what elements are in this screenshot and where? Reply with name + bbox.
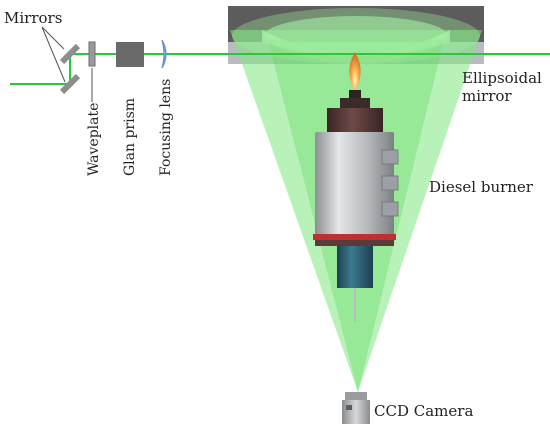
burner-side-tabs (381, 149, 399, 217)
label-ellipsoidal-mirror-line1: Ellipsoidal (462, 69, 542, 87)
pointer-mirror-upper (41, 26, 65, 50)
side-tab (381, 201, 399, 217)
camera-detail (346, 405, 352, 410)
mirror-outer-glow (232, 8, 480, 64)
side-tab (381, 175, 399, 191)
mirror-upper (59, 43, 81, 65)
burner-neck (340, 98, 370, 108)
label-diesel-burner: Diesel burner (429, 178, 534, 196)
steering-mirrors (59, 43, 81, 95)
mirror-reflection-glow (264, 16, 448, 56)
glan-prism (116, 42, 144, 67)
label-glan-prism: Glan prism (122, 98, 138, 176)
mirror-lower (59, 73, 81, 95)
camera-body (342, 400, 370, 424)
burner-nozzle (337, 246, 373, 288)
waveplate (88, 41, 96, 67)
burner-base-plate (315, 240, 394, 246)
label-mirrors: Mirrors (4, 9, 62, 27)
camera-lens-mount (345, 392, 367, 400)
burner-tip (349, 90, 361, 98)
label-pointers (41, 26, 93, 102)
burner-ring (313, 234, 396, 240)
label-focusing-lens: Focusing lens (158, 79, 174, 176)
label-ellipsoidal-mirror-line2: mirror (462, 87, 512, 105)
laser-beam (10, 53, 550, 85)
focusing-lens (161, 39, 167, 69)
ccd-camera (342, 392, 370, 424)
side-tab (381, 149, 399, 165)
label-ccd-camera: CCD Camera (374, 402, 473, 420)
burner-top-cap (327, 108, 383, 132)
burner-body (315, 132, 394, 236)
flame (349, 52, 361, 92)
pointer-mirror-lower (41, 26, 66, 83)
label-waveplate: Waveplate (86, 103, 102, 176)
diesel-burner (313, 52, 399, 322)
